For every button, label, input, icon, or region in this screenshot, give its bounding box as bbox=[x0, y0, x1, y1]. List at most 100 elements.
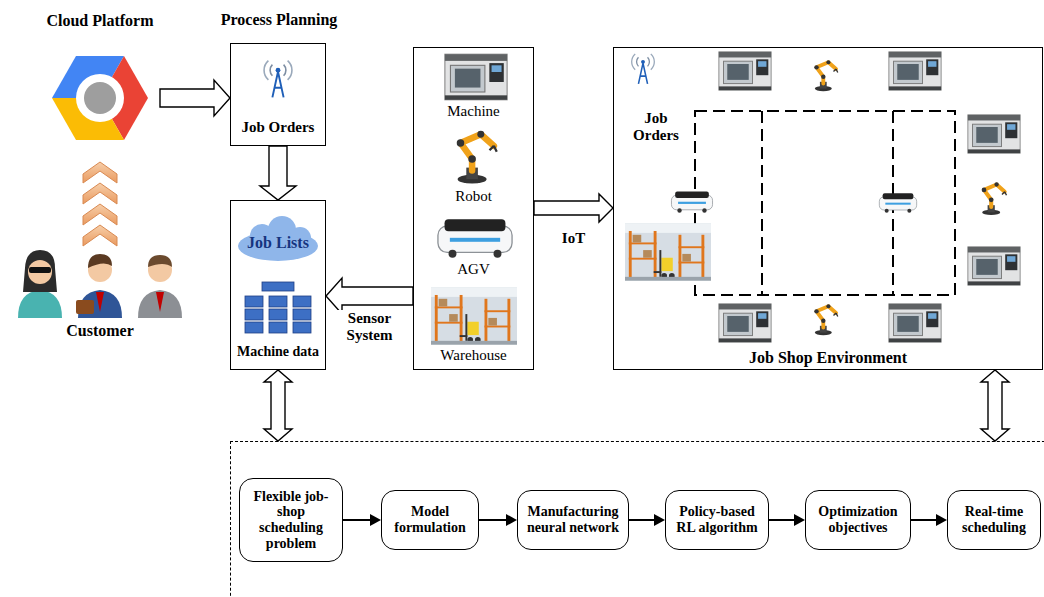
antenna-icon bbox=[264, 61, 292, 98]
customer-group: Customer bbox=[5, 250, 195, 344]
process-box: Model formulation bbox=[381, 490, 479, 550]
node-text: AGV bbox=[414, 261, 533, 278]
machine-icon bbox=[719, 304, 771, 342]
connector bbox=[83, 162, 117, 246]
robot-icon bbox=[457, 131, 497, 184]
node-text: Robot bbox=[414, 188, 533, 205]
flow-line bbox=[769, 519, 794, 521]
node-label: Process Planning bbox=[201, 11, 357, 29]
agv-icon bbox=[671, 191, 712, 212]
block-arrow bbox=[264, 370, 292, 441]
agv-track-part bbox=[695, 111, 955, 295]
connector bbox=[264, 370, 292, 441]
customer-figures-part bbox=[18, 290, 62, 318]
connector bbox=[343, 514, 381, 526]
process-box: Manufacturing neural network bbox=[517, 490, 629, 550]
agv-icon bbox=[438, 219, 512, 257]
connector bbox=[534, 194, 613, 222]
job-shop-box: Job OrdersJob Shop Environment bbox=[613, 47, 1043, 370]
flow-line bbox=[911, 519, 936, 521]
flow-line bbox=[629, 519, 654, 521]
agv-track-part bbox=[761, 111, 763, 295]
connector bbox=[629, 514, 665, 526]
job-orders-box: Process PlanningJob Orders bbox=[230, 43, 326, 146]
arrow-head bbox=[506, 514, 517, 526]
warehouse-icon bbox=[625, 223, 711, 280]
server-icon-part bbox=[262, 282, 294, 291]
connector bbox=[479, 514, 517, 526]
node-label: Model formulation bbox=[387, 504, 473, 535]
block-arrow bbox=[534, 194, 613, 222]
server-icon bbox=[245, 282, 311, 333]
block-arrow bbox=[160, 80, 230, 116]
server-icon-part bbox=[269, 296, 287, 307]
block-arrow bbox=[981, 370, 1009, 441]
arrow-head bbox=[370, 514, 381, 526]
machine-icon bbox=[968, 247, 1020, 285]
warehouse-icon bbox=[431, 287, 517, 344]
connector bbox=[981, 370, 1009, 441]
customer-figures-part bbox=[23, 250, 57, 292]
customer-figures-part bbox=[148, 255, 172, 267]
server-icon-part bbox=[245, 309, 263, 320]
server-icon-part bbox=[269, 322, 287, 333]
node-label: Flexible job-shop scheduling problem bbox=[245, 489, 337, 552]
agv-icon bbox=[879, 193, 916, 212]
node-label: Job Lists bbox=[231, 234, 325, 252]
customer-figures-part bbox=[138, 290, 182, 318]
node-label: Customer bbox=[5, 322, 195, 340]
process-box: Flexible job-shop scheduling problem bbox=[239, 478, 343, 562]
chevron-arrow bbox=[83, 162, 117, 183]
node-label: Optimization objectives bbox=[811, 504, 905, 535]
process-box: Optimization objectives bbox=[805, 490, 911, 550]
process-box: Real-time scheduling bbox=[947, 490, 1041, 550]
customer-figures-part bbox=[88, 254, 112, 268]
node-text: Job Shop Environment bbox=[614, 349, 1042, 367]
customer-figures-part bbox=[28, 260, 52, 284]
machine-icon bbox=[719, 52, 771, 90]
block-arrow bbox=[260, 146, 296, 200]
server-icon-part bbox=[293, 296, 311, 307]
node-label: Machine bbox=[414, 103, 533, 120]
chevron-arrow bbox=[83, 204, 117, 225]
node-text: Job Orders bbox=[231, 119, 325, 136]
arrow-head bbox=[794, 514, 805, 526]
job-lists-box: Job ListsMachine data bbox=[230, 200, 326, 370]
equipment-box: MachineRobotAGV Warehouse bbox=[413, 47, 534, 370]
process-box: Policy-based RL algorithm bbox=[665, 490, 769, 550]
flow-line bbox=[479, 519, 506, 521]
customer-figures bbox=[18, 250, 182, 318]
node-label: Cloud Platform bbox=[30, 12, 170, 30]
connector bbox=[260, 146, 296, 200]
node-text: Warehouse bbox=[414, 347, 533, 364]
node-label: Real-time scheduling bbox=[953, 504, 1035, 535]
customer-figures-part bbox=[96, 292, 104, 312]
machine-icon bbox=[445, 54, 507, 100]
arrow-head bbox=[654, 514, 665, 526]
server-icon-part bbox=[245, 296, 263, 307]
connector bbox=[160, 80, 230, 116]
connector bbox=[769, 514, 805, 526]
chevron-arrow bbox=[83, 225, 117, 246]
server-icon-part bbox=[293, 322, 311, 333]
server-icon-part bbox=[245, 322, 263, 333]
machine-icon bbox=[968, 115, 1020, 153]
machine-icon bbox=[889, 304, 941, 342]
node-label: Policy-based RL algorithm bbox=[671, 504, 763, 535]
flow-line bbox=[343, 519, 370, 521]
server-icon-part bbox=[269, 309, 287, 320]
block-arrow bbox=[326, 278, 413, 314]
customer-figures-part bbox=[156, 292, 164, 312]
antenna-icon bbox=[632, 54, 655, 84]
scheduling-region: Flexible job-shop scheduling problem Mode… bbox=[230, 441, 1044, 597]
connector bbox=[911, 514, 947, 526]
node-label: Manufacturing neural network bbox=[523, 504, 623, 535]
arrow-head bbox=[936, 514, 947, 526]
customer-figures-part bbox=[76, 300, 94, 314]
customer-figures-part bbox=[29, 267, 51, 273]
robot-icon bbox=[814, 304, 837, 335]
edge-label: IoT bbox=[552, 230, 596, 247]
machine-icon bbox=[889, 52, 941, 90]
robot-icon bbox=[814, 60, 837, 91]
